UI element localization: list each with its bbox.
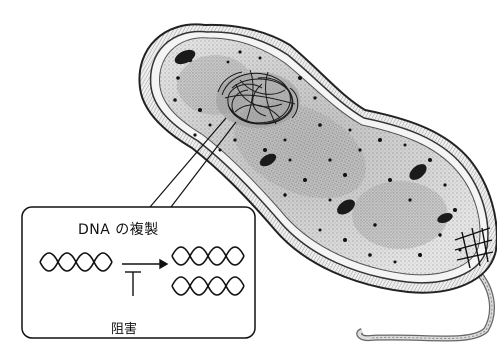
inhibition-label: 阻害 <box>111 318 137 337</box>
dna-replication-label: DNA の複製 <box>78 219 159 239</box>
